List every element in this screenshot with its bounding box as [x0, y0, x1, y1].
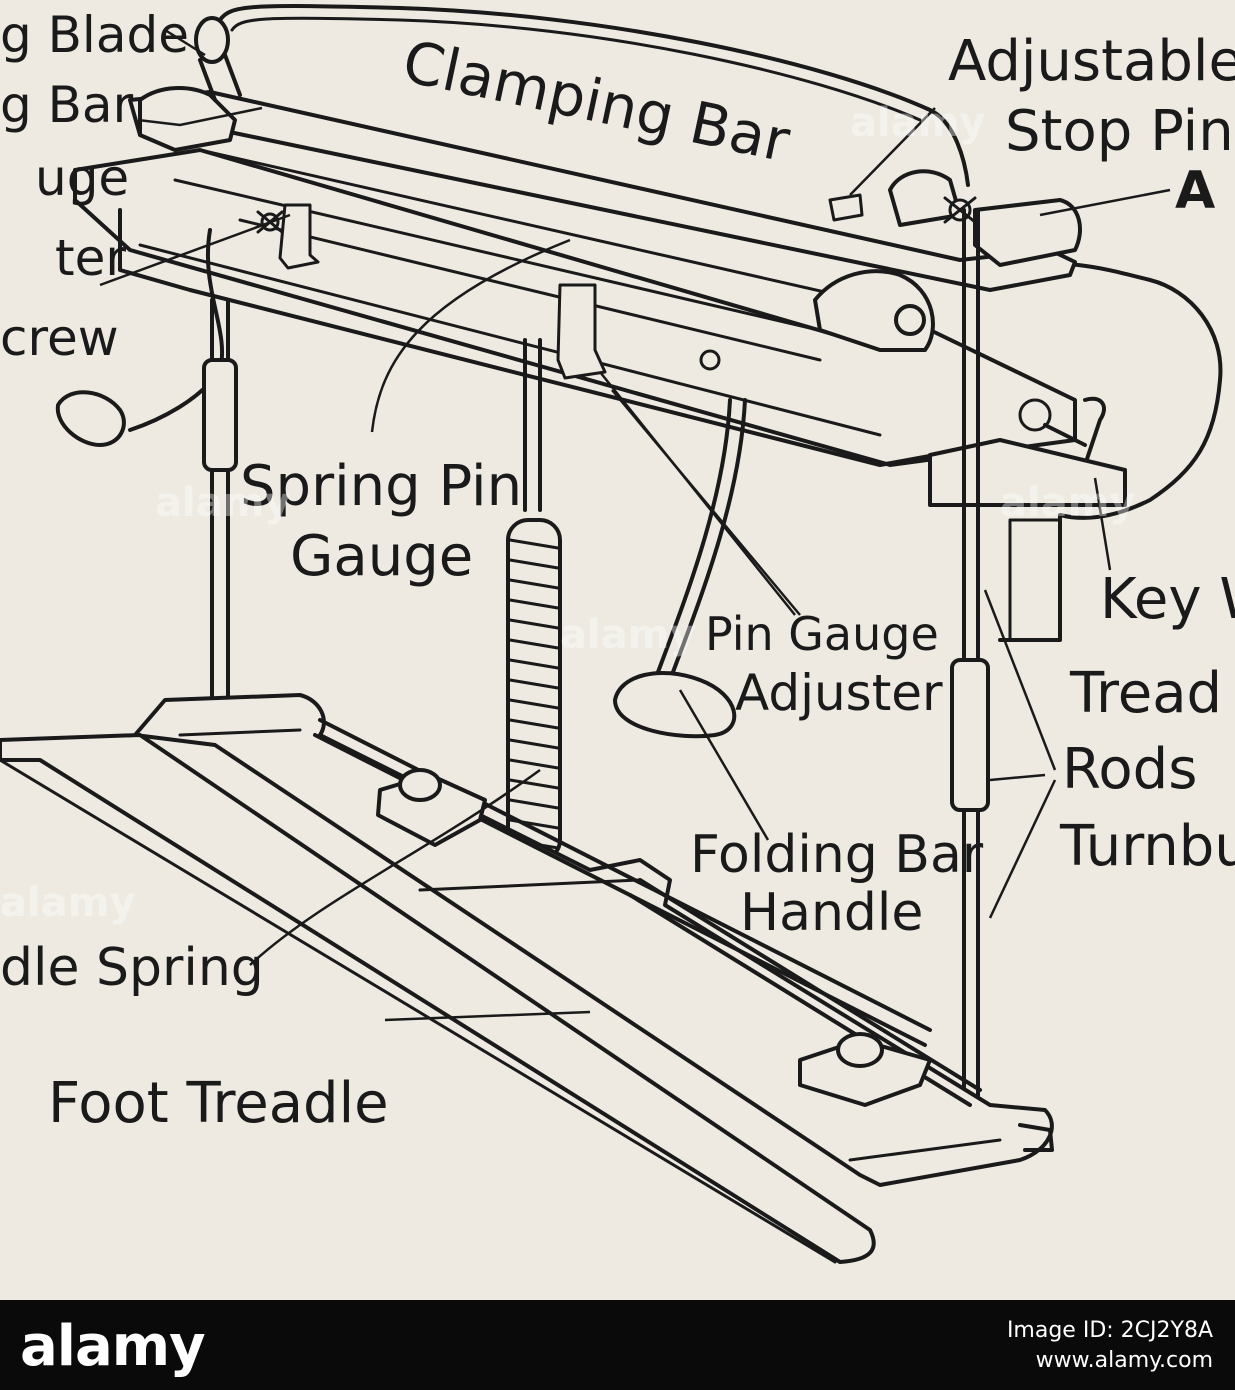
left-turnbuckle	[202, 358, 238, 472]
foot-board-top	[0, 758, 837, 1264]
left-handle-grip	[55, 390, 126, 447]
folding-machine-diagram: g Blade g Bar uge ter crew Clamping Bar …	[0, 4, 1235, 1264]
right-end-hole	[894, 304, 926, 336]
spring-rod	[523, 338, 542, 512]
stock-footer: alamy Image ID: 2CJ2Y8A www.alamy.com	[0, 1300, 1235, 1390]
key-wrench	[1018, 396, 1106, 482]
label-folding-bar: Folding Bar	[690, 825, 984, 885]
label-turnbu: Turnbu	[1059, 814, 1235, 879]
leader-adjuster-screw	[99, 213, 291, 287]
label-gauge: Gauge	[290, 524, 473, 589]
label-point-a: A	[1175, 161, 1215, 221]
foot-board-right-end	[1018, 1123, 1054, 1152]
label-handle: Handle	[740, 883, 923, 943]
bearing-block-right	[798, 1032, 932, 1107]
label-spring-pin: Spring Pin	[240, 454, 522, 519]
leader-treadle-spring	[249, 768, 541, 966]
label-rods: Rods	[1062, 737, 1197, 802]
leader-folding-bar	[678, 689, 770, 841]
left-pivot-arm	[198, 53, 242, 102]
bearing-block-left	[376, 768, 487, 847]
mid-knurl	[556, 283, 607, 380]
wing-nut-mid	[699, 349, 721, 371]
mid-handle-grip	[613, 671, 737, 739]
beam-line-4	[138, 243, 882, 437]
mid-handle-rod	[668, 398, 747, 682]
stop-pin	[828, 193, 864, 222]
leader-a	[1039, 188, 1171, 217]
label-gauge-left: uge	[35, 149, 129, 207]
label-key-w: Key W	[1100, 567, 1235, 632]
wing-nut-left	[256, 210, 284, 234]
clamping-arch	[218, 4, 970, 187]
label-foot-treadle: Foot Treadle	[48, 1071, 389, 1136]
footer-image-id: Image ID: 2CJ2Y8A	[1006, 1318, 1213, 1343]
label-stop-pin: Stop Pin	[1005, 99, 1234, 164]
right-turnbuckle	[950, 658, 990, 812]
label-screw-left: crew	[0, 309, 119, 367]
beam-lower-face	[118, 208, 937, 467]
wing-nut-right	[943, 196, 977, 224]
left-pivot	[194, 16, 230, 64]
label-adjustable: Adjustable	[948, 29, 1235, 94]
label-adjuster-left: ter	[55, 229, 126, 287]
mid-handle-rod-2	[653, 398, 732, 682]
leader-foot-treadle	[384, 1010, 591, 1022]
leader-pin-gauge-2	[611, 389, 801, 616]
leader-rods-2	[989, 773, 1046, 782]
left-end-cap	[138, 86, 237, 152]
leader-stop-pin	[849, 107, 936, 196]
right-shelf	[928, 438, 1127, 507]
label-treadle-spring: dle Spring	[0, 938, 264, 998]
foot-board	[0, 733, 876, 1264]
machine-illustration	[0, 4, 1223, 1264]
leader-spring-pin	[370, 238, 571, 433]
beam-line-3	[238, 218, 822, 362]
label-bar: g Bar	[0, 76, 134, 134]
leader-key-wrench	[1093, 477, 1112, 571]
label-blade: g Blade	[0, 6, 189, 64]
label-tread: Tread	[1069, 661, 1222, 726]
left-knurl	[278, 203, 320, 270]
leader-rods-1	[983, 589, 1057, 771]
footer-logo: alamy	[20, 1314, 206, 1379]
right-rod-lower	[962, 808, 980, 1127]
bench-outline	[998, 261, 1223, 642]
bench-block	[1008, 518, 1062, 642]
leader-blade	[164, 28, 206, 57]
leader-rods-3	[988, 779, 1057, 919]
clamping-arch-inner	[230, 16, 922, 122]
beam-line-1	[198, 148, 862, 302]
label-adjuster: Adjuster	[735, 664, 943, 722]
labels: g Blade g Bar uge ter crew Clamping Bar …	[0, 6, 1235, 1136]
label-pin-gauge: Pin Gauge	[705, 607, 939, 661]
leader-bar	[137, 106, 263, 127]
leader-lines	[99, 28, 1171, 1022]
right-bracket	[973, 198, 1082, 267]
footer-image-info: Image ID: 2CJ2Y8A www.alamy.com	[1007, 1316, 1213, 1376]
footer-site: www.alamy.com	[1035, 1348, 1213, 1373]
treadle-spring	[506, 518, 562, 912]
